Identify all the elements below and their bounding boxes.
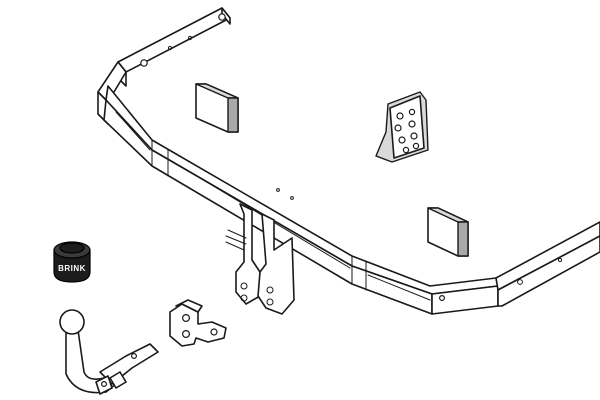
bolt-icon	[408, 120, 416, 128]
protective-cap: BRINK	[53, 241, 91, 283]
crossbar	[103, 85, 499, 315]
fixing-kit	[375, 91, 429, 163]
bolt-icon	[100, 381, 107, 388]
right-bracket	[495, 221, 600, 307]
left-bracket	[117, 7, 231, 87]
bolt-icon	[210, 328, 218, 336]
bolt-icon	[182, 330, 191, 339]
bolt-icon	[394, 124, 402, 132]
spacer-block-left	[195, 83, 239, 133]
ball-neck	[59, 309, 159, 395]
bolt-icon	[412, 142, 420, 150]
bolt-icon	[131, 353, 138, 360]
bolt-icon	[398, 136, 406, 144]
bolt-icon	[140, 59, 148, 67]
cap-brand-label: BRINK	[58, 264, 86, 273]
bolt-icon	[218, 13, 226, 21]
spacer-block-right	[427, 207, 469, 257]
bolt-icon	[408, 108, 416, 116]
bolt-icon	[182, 314, 191, 323]
center-mount	[225, 203, 295, 315]
socket-bracket	[169, 299, 227, 347]
bolt-icon	[402, 146, 410, 154]
bolt-icon	[410, 132, 418, 140]
bolt-icon	[396, 112, 404, 120]
bolt-icon	[439, 295, 446, 302]
